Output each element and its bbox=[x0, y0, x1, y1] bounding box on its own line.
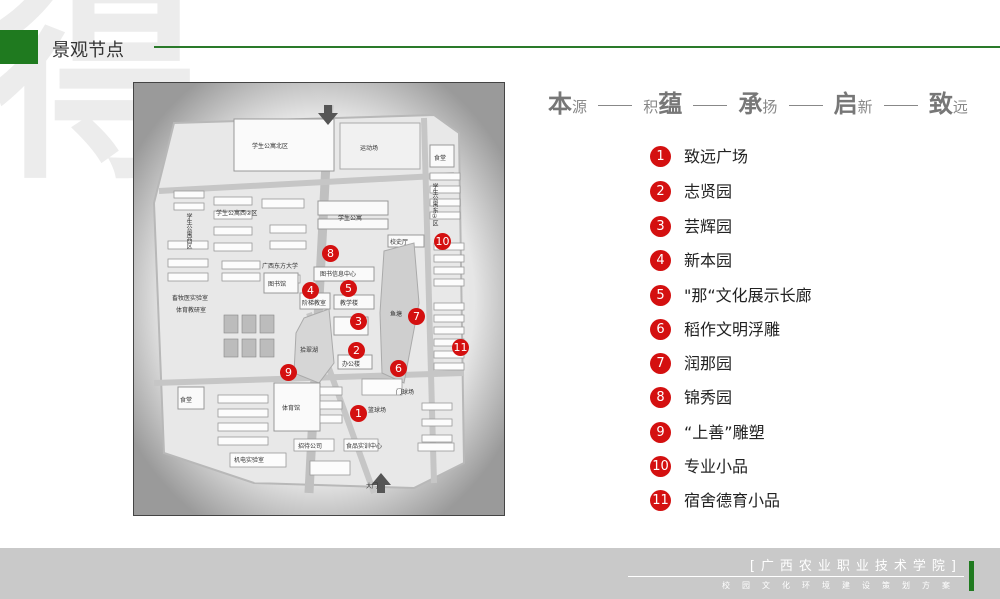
motto-dash bbox=[788, 105, 823, 106]
map-label-dorm-east: 学生公寓东①区 bbox=[431, 183, 438, 226]
map-label-gx-east-univ: 广西东方大学 bbox=[262, 263, 299, 270]
map-marker-11[interactable]: 11 bbox=[452, 339, 469, 356]
legend-number-badge: 6 bbox=[650, 319, 671, 340]
motto-char: 蕴 bbox=[658, 90, 683, 118]
legend-number-badge: 7 bbox=[650, 353, 671, 374]
legend-number-badge: 11 bbox=[650, 490, 671, 511]
title-accent-block bbox=[0, 30, 38, 64]
motto-char: 承 bbox=[738, 90, 763, 118]
legend-number-badge: 9 bbox=[650, 422, 671, 443]
footer-subtitle: 校园文化环境建设策划方案 bbox=[722, 581, 962, 590]
legend-label: 宿舍德育小品 bbox=[684, 491, 781, 510]
motto-char: 积 bbox=[643, 98, 659, 116]
map-marker-3[interactable]: 3 bbox=[350, 313, 367, 330]
map-label-sports-dept: 体育教研室 bbox=[176, 307, 207, 314]
legend-label: 锦秀园 bbox=[684, 388, 733, 407]
map-label-dorm: 学生公寓 bbox=[338, 215, 363, 222]
campus-map-drawing bbox=[134, 83, 504, 515]
map-marker-8[interactable]: 8 bbox=[322, 245, 339, 262]
map-label-office: 办公楼 bbox=[342, 361, 361, 368]
legend-label: "那“文化展示长廊 bbox=[684, 286, 812, 305]
map-marker-4[interactable]: 4 bbox=[302, 282, 319, 299]
map-label-pond: 拾翠湖 bbox=[300, 347, 319, 354]
map-label-teaching: 教学楼 bbox=[340, 300, 359, 307]
map-label-dorm-north: 学生公寓北区 bbox=[252, 143, 289, 150]
legend-label: “上善”雕塑 bbox=[684, 423, 765, 442]
map-marker-9[interactable]: 9 bbox=[280, 364, 297, 381]
legend-label: 专业小品 bbox=[684, 457, 749, 476]
footer-accent-bar bbox=[969, 561, 974, 591]
map-label-mech-lab: 机电实验室 bbox=[234, 457, 265, 464]
map-label-dorm-west-2: 学生公寓西②区 bbox=[216, 210, 258, 217]
legend-label: 润那园 bbox=[684, 354, 733, 373]
footer-divider bbox=[628, 576, 964, 577]
map-marker-1[interactable]: 1 bbox=[350, 405, 367, 422]
motto-line: 本源 积蕴 承扬 启新 致远 bbox=[548, 84, 968, 118]
map-label-gatehouse: 门球场 bbox=[396, 389, 415, 396]
legend-number-badge: 1 bbox=[650, 146, 671, 167]
map-label-gate: 大门 bbox=[366, 483, 379, 490]
map-label-school-history: 校史厅 bbox=[390, 239, 409, 246]
motto-char: 新 bbox=[857, 98, 873, 116]
legend-number-badge: 8 bbox=[650, 387, 671, 408]
map-label-basketball: 篮球场 bbox=[368, 407, 387, 414]
legend-number-badge: 3 bbox=[650, 216, 671, 237]
legend-label: 稻作文明浮雕 bbox=[684, 320, 781, 339]
map-marker-6[interactable]: 6 bbox=[390, 360, 407, 377]
map-label-gym: 体育馆 bbox=[282, 405, 301, 412]
map-label-lake: 鱼塘 bbox=[390, 311, 403, 318]
legend-number-badge: 4 bbox=[650, 250, 671, 271]
motto-char: 扬 bbox=[762, 98, 778, 116]
motto-dash bbox=[883, 105, 918, 106]
map-label-dorm-west: 学生公寓西区 bbox=[185, 213, 192, 249]
legend-number-badge: 5 bbox=[650, 285, 671, 306]
footer-bar: [广西农业职业技术学院] 校园文化环境建设策划方案 bbox=[0, 548, 1000, 599]
map-label-hotel: 招待公司 bbox=[298, 443, 323, 450]
map-label-library: 图书馆 bbox=[268, 281, 287, 288]
map-label-canteen: 食堂 bbox=[434, 155, 447, 162]
campus-map[interactable]: 学生公寓北区 运动场 食堂 学生公寓西②区 学生公寓东①区 学生公寓西区 学生公… bbox=[133, 82, 505, 516]
legend-number-badge: 10 bbox=[650, 456, 671, 477]
map-label-food-center: 食品实训中心 bbox=[346, 443, 383, 450]
map-marker-7[interactable]: 7 bbox=[408, 308, 425, 325]
motto-char: 启 bbox=[833, 90, 858, 118]
motto-dash bbox=[693, 105, 728, 106]
motto-char: 本 bbox=[548, 90, 572, 118]
legend-label: 芸辉园 bbox=[684, 217, 733, 236]
legend-number-badge: 2 bbox=[650, 181, 671, 202]
map-marker-5[interactable]: 5 bbox=[340, 280, 357, 297]
map-label-lecture: 阶梯教室 bbox=[302, 300, 327, 307]
motto-dash bbox=[598, 105, 633, 106]
legend-label: 志贤园 bbox=[684, 182, 733, 201]
motto-char: 源 bbox=[572, 98, 588, 116]
map-marker-2[interactable]: 2 bbox=[348, 342, 365, 359]
page-title: 景观节点 bbox=[52, 40, 124, 61]
footer-school-name: [广西农业职业技术学院] bbox=[749, 559, 962, 574]
map-marker-10[interactable]: 10 bbox=[434, 233, 451, 250]
motto-char: 致 bbox=[928, 90, 953, 118]
map-label-lib-info: 图书信息中心 bbox=[320, 271, 357, 278]
motto-char: 远 bbox=[952, 98, 968, 116]
title-divider bbox=[154, 46, 1000, 48]
map-label-farm-lab: 畜牧医实验室 bbox=[172, 295, 209, 302]
map-label-canteen-south: 食堂 bbox=[180, 397, 193, 404]
map-label-sports-field: 运动场 bbox=[360, 145, 379, 152]
legend-label: 新本园 bbox=[684, 251, 733, 270]
legend-label: 致远广场 bbox=[684, 147, 749, 166]
